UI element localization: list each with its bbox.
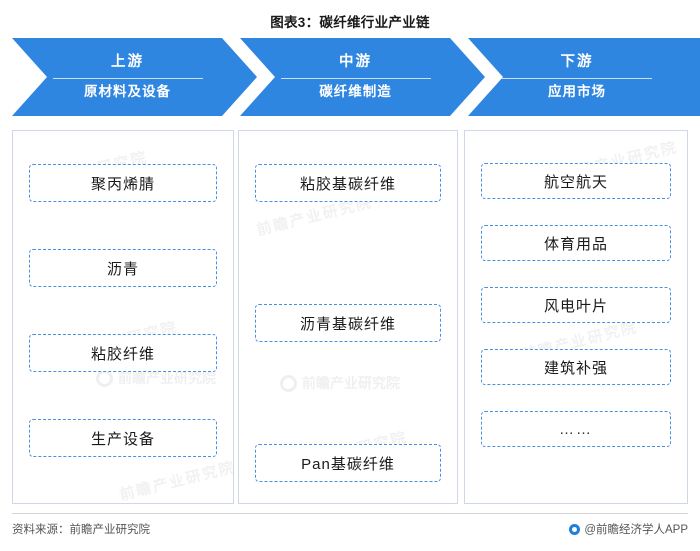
item-card-label: …… — [559, 420, 593, 438]
stage-name: 上游 — [111, 53, 144, 70]
stage-header-row: 上游 原材料及设备 中游 碳纤维制造 下游 应用市场 — [12, 38, 700, 116]
column-downstream: 航空航天 体育用品 风电叶片 建筑补强 …… — [464, 130, 688, 504]
item-card[interactable]: 体育用品 — [481, 225, 671, 261]
divider — [280, 77, 431, 79]
chevron-shape-icon — [468, 38, 700, 116]
stage-name: 中游 — [339, 53, 372, 70]
stage-header-midstream-text: 中游 碳纤维制造 — [240, 53, 485, 100]
item-card[interactable]: 粘胶基碳纤维 — [255, 164, 441, 202]
item-card[interactable]: Pan基碳纤维 — [255, 444, 441, 482]
stage-subtitle: 碳纤维制造 — [319, 83, 392, 99]
item-card[interactable]: 聚丙烯腈 — [29, 164, 217, 202]
item-card[interactable]: 建筑补强 — [481, 349, 671, 385]
item-card[interactable]: 沥青 — [29, 249, 217, 287]
divider — [502, 77, 652, 79]
item-card[interactable]: 航空航天 — [481, 163, 671, 199]
stage-header-downstream-text: 下游 应用市场 — [468, 53, 700, 100]
brand-logo-icon — [569, 523, 581, 535]
item-card[interactable]: 沥青基碳纤维 — [255, 304, 441, 342]
stage-subtitle: 应用市场 — [548, 83, 606, 99]
brand-label: @前瞻经济学人APP — [584, 524, 688, 536]
footer-divider — [12, 513, 688, 514]
item-card[interactable]: …… — [481, 411, 671, 447]
stage-columns: 聚丙烯腈 沥青 粘胶纤维 生产设备 粘胶基碳纤维 沥青基碳纤维 Pan基碳纤维 … — [12, 130, 688, 504]
column-upstream: 聚丙烯腈 沥青 粘胶纤维 生产设备 — [12, 130, 234, 504]
item-card[interactable]: 粘胶纤维 — [29, 334, 217, 372]
stage-header-downstream[interactable]: 下游 应用市场 — [468, 38, 700, 116]
divider — [52, 77, 203, 79]
stage-header-upstream[interactable]: 上游 原材料及设备 — [12, 38, 257, 116]
page-title: 图表3：碳纤维行业产业链 — [270, 15, 430, 30]
stage-name: 下游 — [560, 53, 594, 70]
source-note: 资料来源：前瞻产业研究院 — [12, 524, 150, 536]
chevron-shape-icon — [240, 38, 485, 116]
brand-credit: @前瞻经济学人APP — [569, 521, 688, 537]
stage-header-upstream-text: 上游 原材料及设备 — [12, 53, 257, 100]
item-card[interactable]: 风电叶片 — [481, 287, 671, 323]
chevron-shape-icon — [12, 38, 257, 116]
stage-subtitle: 原材料及设备 — [84, 83, 171, 99]
column-midstream: 粘胶基碳纤维 沥青基碳纤维 Pan基碳纤维 — [238, 130, 458, 504]
item-card[interactable]: 生产设备 — [29, 419, 217, 457]
stage-header-midstream[interactable]: 中游 碳纤维制造 — [240, 38, 485, 116]
